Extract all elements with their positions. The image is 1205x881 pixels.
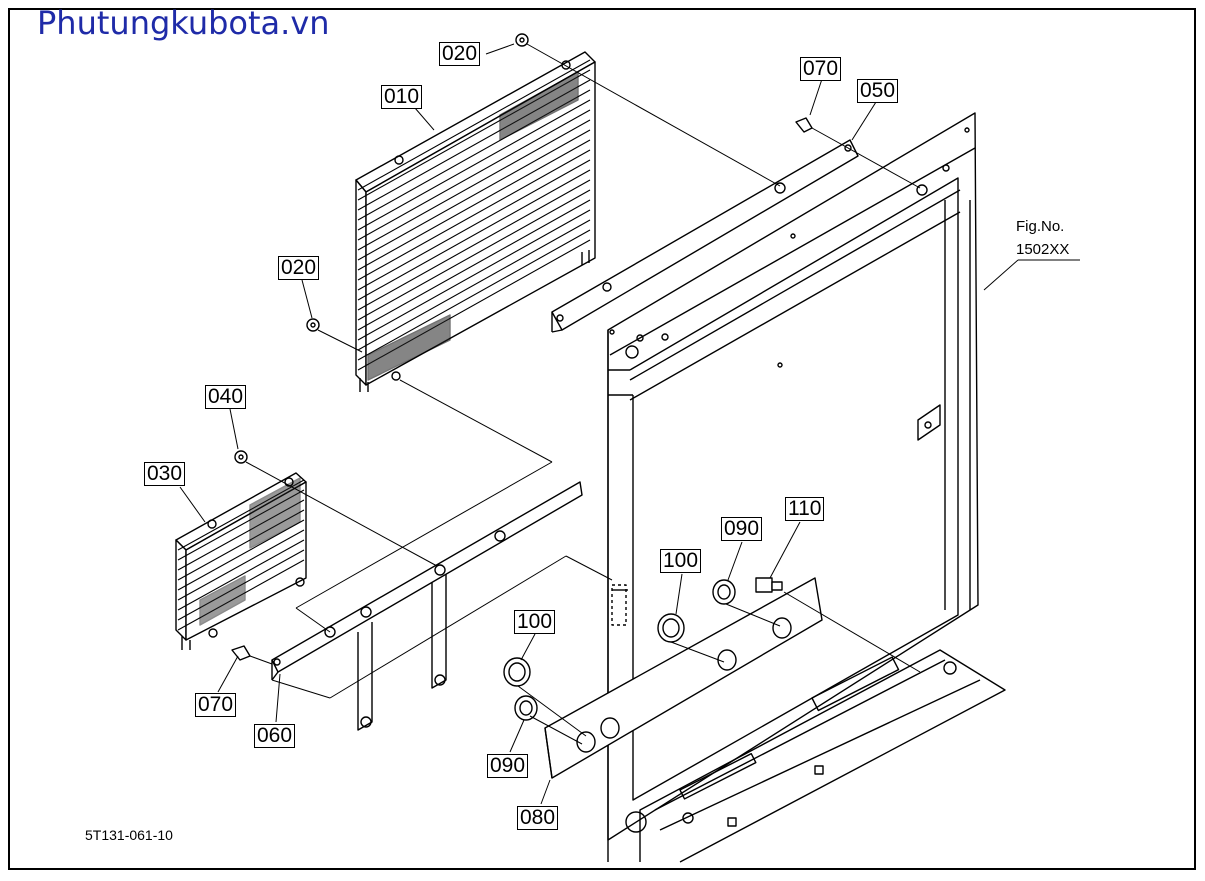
callout-100-right: 100	[660, 549, 702, 573]
callout-070-bottom: 070	[195, 693, 237, 717]
radiator-frame	[607, 112, 1006, 863]
watermark-text: Phutungkubota.vn	[37, 4, 330, 42]
drawing-code: 5T131-061-10	[85, 827, 173, 843]
drawing-frame	[8, 8, 1196, 870]
callout-030: 030	[144, 462, 186, 486]
figure-label: Fig.No.	[1016, 218, 1065, 235]
callout-110: 110	[785, 497, 825, 521]
callout-070-top: 070	[800, 57, 842, 81]
oil-cooler-small	[175, 472, 307, 650]
front-plate	[544, 577, 823, 779]
callout-100-left: 100	[514, 610, 556, 634]
callout-090-right: 090	[721, 517, 763, 541]
callout-080: 080	[517, 806, 559, 830]
callout-040: 040	[205, 385, 247, 409]
leader-lines	[179, 43, 1080, 805]
callout-050: 050	[857, 79, 899, 103]
figure-number: 1502XX	[1016, 241, 1070, 258]
callout-010: 010	[381, 85, 423, 109]
callout-020-top: 020	[439, 42, 481, 66]
oil-cooler-large	[355, 51, 596, 392]
lower-bracket	[271, 481, 583, 731]
top-bracket	[551, 139, 859, 333]
callout-020-mid: 020	[278, 256, 320, 280]
callout-090-left: 090	[487, 754, 529, 778]
hardware	[231, 33, 813, 661]
callout-060: 060	[254, 724, 296, 748]
seal-rings	[503, 577, 783, 721]
